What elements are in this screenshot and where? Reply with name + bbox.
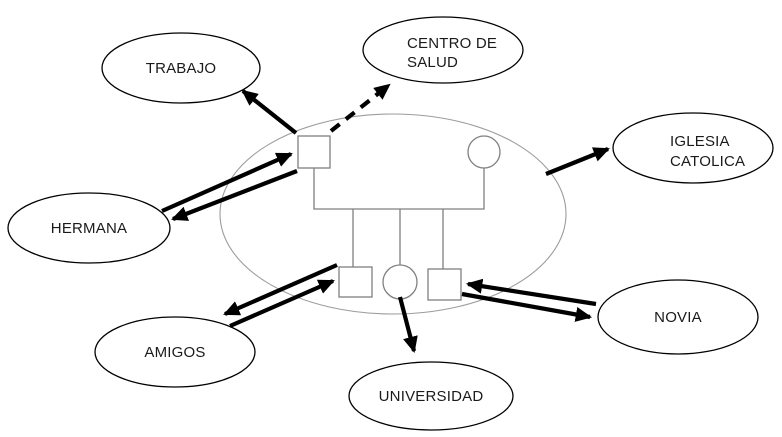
node-amigos: AMIGOS [94,316,256,388]
arrow-amigos-to-family [229,279,335,328]
node-trabajo: TRABAJO [101,32,261,104]
marriage-line [313,168,485,210]
node-novia: NOVIA [597,279,759,355]
iglesia-catolica-label-line1: IGLESIA [670,133,730,150]
universidad-ellipse [348,361,514,431]
arrow-family-to-novia [461,291,593,322]
arrow-novia-to-family [465,278,597,307]
arrow-to-universidad [397,296,418,354]
centro-salud-ellipse [362,16,524,84]
node-iglesia-catolica: IGLESIA CATOLICA [612,112,774,184]
novia-ellipse [597,279,759,355]
trabajo-ellipse [101,32,261,104]
node-universidad: UNIVERSIDAD [348,361,514,431]
arrow-to-centro-salud-dashed [329,83,391,133]
amigos-label: AMIGOS [144,344,205,361]
arrow-to-trabajo [241,89,298,135]
child1-square [338,266,373,298]
family-boundary-ellipse [219,113,567,315]
universidad-label: UNIVERSIDAD [379,388,484,405]
iglesia-catolica-label-line2: CATOLICA [670,153,745,170]
child3-square [427,268,462,301]
node-centro-salud: CENTRO DE SALUD [362,16,524,84]
arrow-hermana-to-family [161,152,293,213]
relation-arrows [161,83,610,354]
father-square [297,135,331,169]
node-hermana: HERMANA [7,192,171,264]
iglesia-catolica-ellipse [612,112,774,184]
centro-salud-label-line1: CENTRO DE [407,35,497,52]
trabajo-label: TRABAJO [146,60,217,77]
arrow-family-to-amigos [223,263,338,316]
hermana-label: HERMANA [51,220,127,237]
family-genogram [297,135,501,301]
arrow-family-to-hermana [171,169,298,221]
arrow-to-iglesia-catolica [545,147,610,176]
hermana-ellipse [7,192,171,264]
amigos-ellipse [94,316,256,388]
child2-circle [382,264,418,300]
mother-circle [467,135,501,169]
novia-label: NOVIA [654,309,702,326]
centro-salud-label-line2: SALUD [407,54,458,71]
